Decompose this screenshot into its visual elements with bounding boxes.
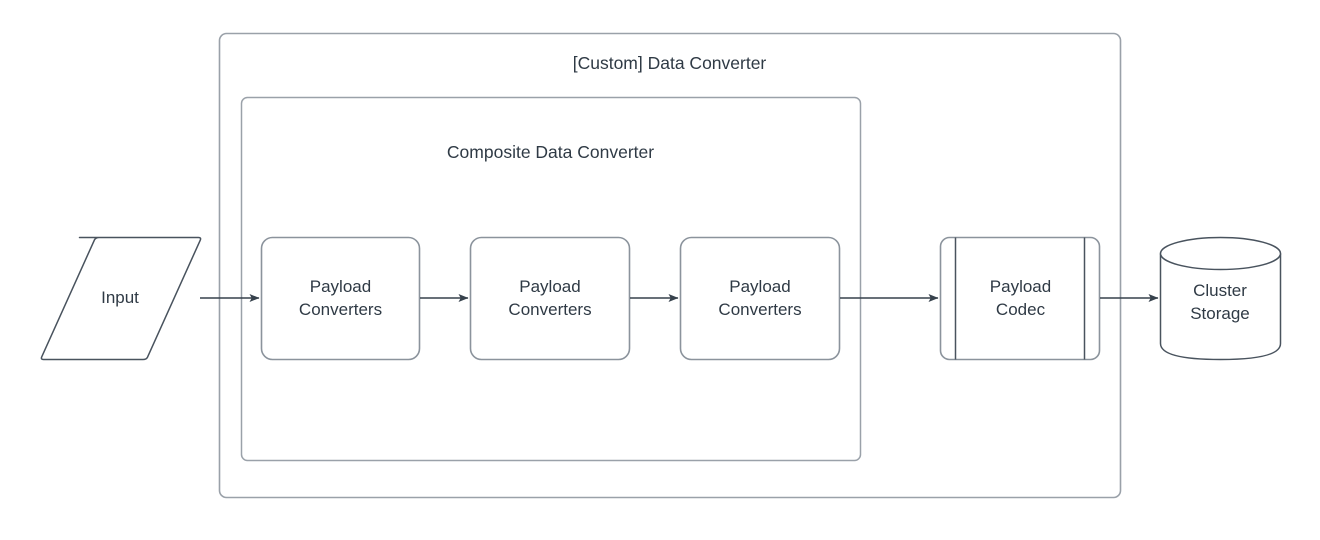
node-input-shape <box>40 236 202 361</box>
node-payload-converters-2-shape <box>469 236 631 361</box>
node-payload-converters-3-shape <box>679 236 841 361</box>
node-cluster-storage-shape <box>1159 236 1282 361</box>
node-payload-converters-1-shape <box>260 236 421 361</box>
node-payload-codec-shape <box>939 236 1101 361</box>
